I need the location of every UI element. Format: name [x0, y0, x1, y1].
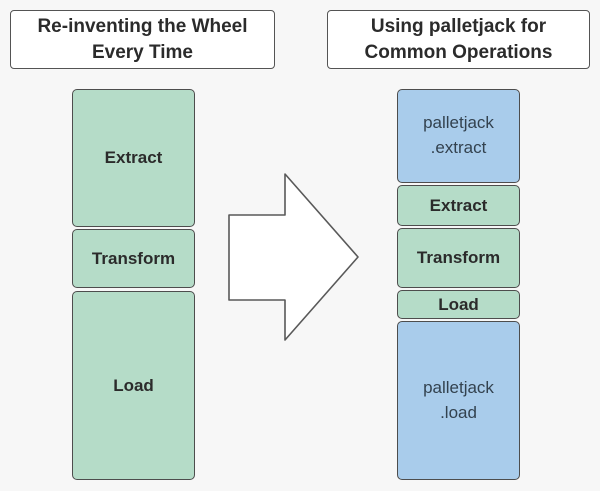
- right-load-block: Load: [397, 290, 520, 319]
- right-palletjack-extract-block: palletjack .extract: [397, 89, 520, 183]
- right-title-box: Using palletjack for Common Operations: [327, 10, 590, 69]
- right-transform-block: Transform: [397, 228, 520, 288]
- right-extract-block: Extract: [397, 185, 520, 226]
- left-transform-block: Transform: [72, 229, 195, 288]
- left-load-block: Load: [72, 291, 195, 480]
- left-extract-block: Extract: [72, 89, 195, 227]
- right-palletjack-load-block: palletjack .load: [397, 321, 520, 480]
- left-title-box: Re-inventing the Wheel Every Time: [10, 10, 275, 69]
